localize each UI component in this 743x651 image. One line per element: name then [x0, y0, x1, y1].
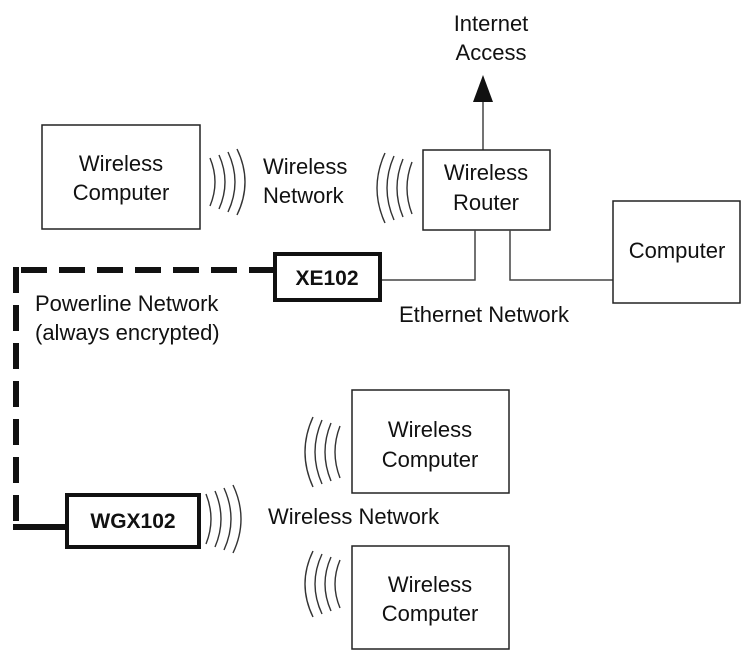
wireless-computer-bottom-line2: Computer	[382, 601, 479, 626]
wireless-computer-bottom-line1: Wireless	[388, 572, 472, 597]
wgx102-device: WGX102	[65, 493, 201, 549]
wireless-computer-mid-box	[351, 389, 510, 494]
powerline-connection	[13, 267, 275, 530]
powerline-network-line2: (always encrypted)	[35, 320, 220, 345]
wireless-router-line2: Router	[453, 190, 519, 215]
computer: Computer	[612, 200, 741, 304]
powerline-network-line1: Powerline Network	[35, 291, 219, 316]
wireless-computer-top-box	[41, 124, 201, 230]
computer-label: Computer	[629, 238, 726, 263]
wireless-signal-icon-top-left	[209, 148, 246, 216]
wireless-network-top-line1: Wireless	[263, 154, 347, 179]
wireless-computer-top-line1: Wireless	[79, 151, 163, 176]
wireless-signal-icon-bottom	[304, 550, 341, 618]
wireless-computer-bottom: Wireless Computer	[351, 545, 510, 650]
wireless-computer-mid-line2: Computer	[382, 447, 479, 472]
wireless-computer-bottom-box	[351, 545, 510, 650]
wireless-signal-icon-wgx102	[205, 484, 242, 554]
internet-access-label: Internet Access	[454, 11, 529, 65]
xe102-label: XE102	[295, 267, 358, 290]
wireless-router-box	[422, 149, 551, 231]
wireless-network-top-label: Wireless Network	[263, 154, 347, 208]
wireless-signal-icon-router	[376, 152, 413, 224]
wireless-computer-top-line2: Computer	[73, 180, 170, 205]
xe102-device: XE102	[273, 252, 382, 302]
wireless-router-line1: Wireless	[444, 160, 528, 185]
wireless-router: Wireless Router	[422, 149, 551, 231]
wireless-network-bottom-label: Wireless Network	[268, 504, 440, 529]
arrow-up-icon	[473, 75, 493, 102]
wireless-network-top-line2: Network	[263, 183, 345, 208]
xe102-box	[273, 252, 382, 302]
internet-access-line2: Access	[456, 40, 527, 65]
internet-access-line1: Internet	[454, 11, 529, 36]
ethernet-line-router-computer	[509, 230, 613, 281]
ethernet-line-router-xe102	[380, 230, 476, 281]
wgx102-label: WGX102	[90, 510, 175, 533]
computer-box	[612, 200, 741, 304]
wireless-signal-icon-mid	[304, 416, 341, 488]
ethernet-network-label: Ethernet Network	[399, 302, 570, 327]
wireless-computer-mid-line1: Wireless	[388, 417, 472, 442]
wireless-computer-mid: Wireless Computer	[351, 389, 510, 494]
wgx102-box	[65, 493, 201, 549]
wireless-computer-top: Wireless Computer	[41, 124, 201, 230]
powerline-network-label: Powerline Network (always encrypted)	[35, 291, 220, 345]
